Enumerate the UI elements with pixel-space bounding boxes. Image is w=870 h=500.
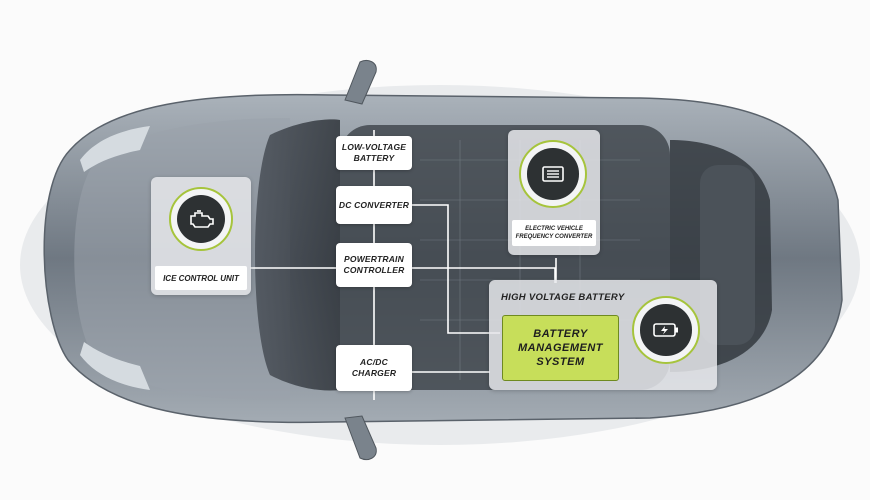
- engine-icon: [177, 195, 225, 243]
- high-voltage-battery-title: HIGH VOLTAGE BATTERY: [501, 292, 625, 303]
- battery-management-system-box: BATTERY MANAGEMENT SYSTEM: [502, 315, 619, 381]
- ice-icon-ring: [169, 187, 233, 251]
- mirror-top: [344, 59, 377, 105]
- low-voltage-battery-label: LOW-VOLTAGE BATTERY: [341, 142, 407, 163]
- headlight-top: [80, 126, 150, 172]
- ice-control-unit-label: ICE CONTROL UNIT: [163, 273, 239, 283]
- ac-dc-charger-box: AC/DC CHARGER: [336, 345, 412, 391]
- ice-control-unit-label-box: ICE CONTROL UNIT: [155, 266, 247, 290]
- dc-converter-label: DC CONVERTER: [338, 199, 410, 210]
- low-voltage-battery-box: LOW-VOLTAGE BATTERY: [336, 136, 412, 170]
- powertrain-controller-box: POWERTRAIN CONTROLLER: [336, 243, 412, 287]
- frequency-converter-label: ELECTRIC VEHICLE FREQUENCY CONVERTER: [515, 226, 593, 240]
- battery-management-system-label: BATTERY MANAGEMENT SYSTEM: [517, 328, 604, 368]
- dc-converter-box: DC CONVERTER: [336, 186, 412, 224]
- powertrain-controller-label: POWERTRAIN CONTROLLER: [343, 254, 405, 275]
- frequency-converter-icon-ring: [519, 140, 587, 208]
- ac-dc-charger-label: AC/DC CHARGER: [351, 357, 397, 378]
- converter-icon: [527, 148, 579, 200]
- windshield: [255, 119, 340, 391]
- battery-icon: [640, 304, 692, 356]
- mirror-bottom: [344, 415, 377, 461]
- battery-icon-ring: [632, 296, 700, 364]
- frequency-converter-label-box: ELECTRIC VEHICLE FREQUENCY CONVERTER: [512, 220, 596, 246]
- headlight-bottom: [80, 342, 150, 390]
